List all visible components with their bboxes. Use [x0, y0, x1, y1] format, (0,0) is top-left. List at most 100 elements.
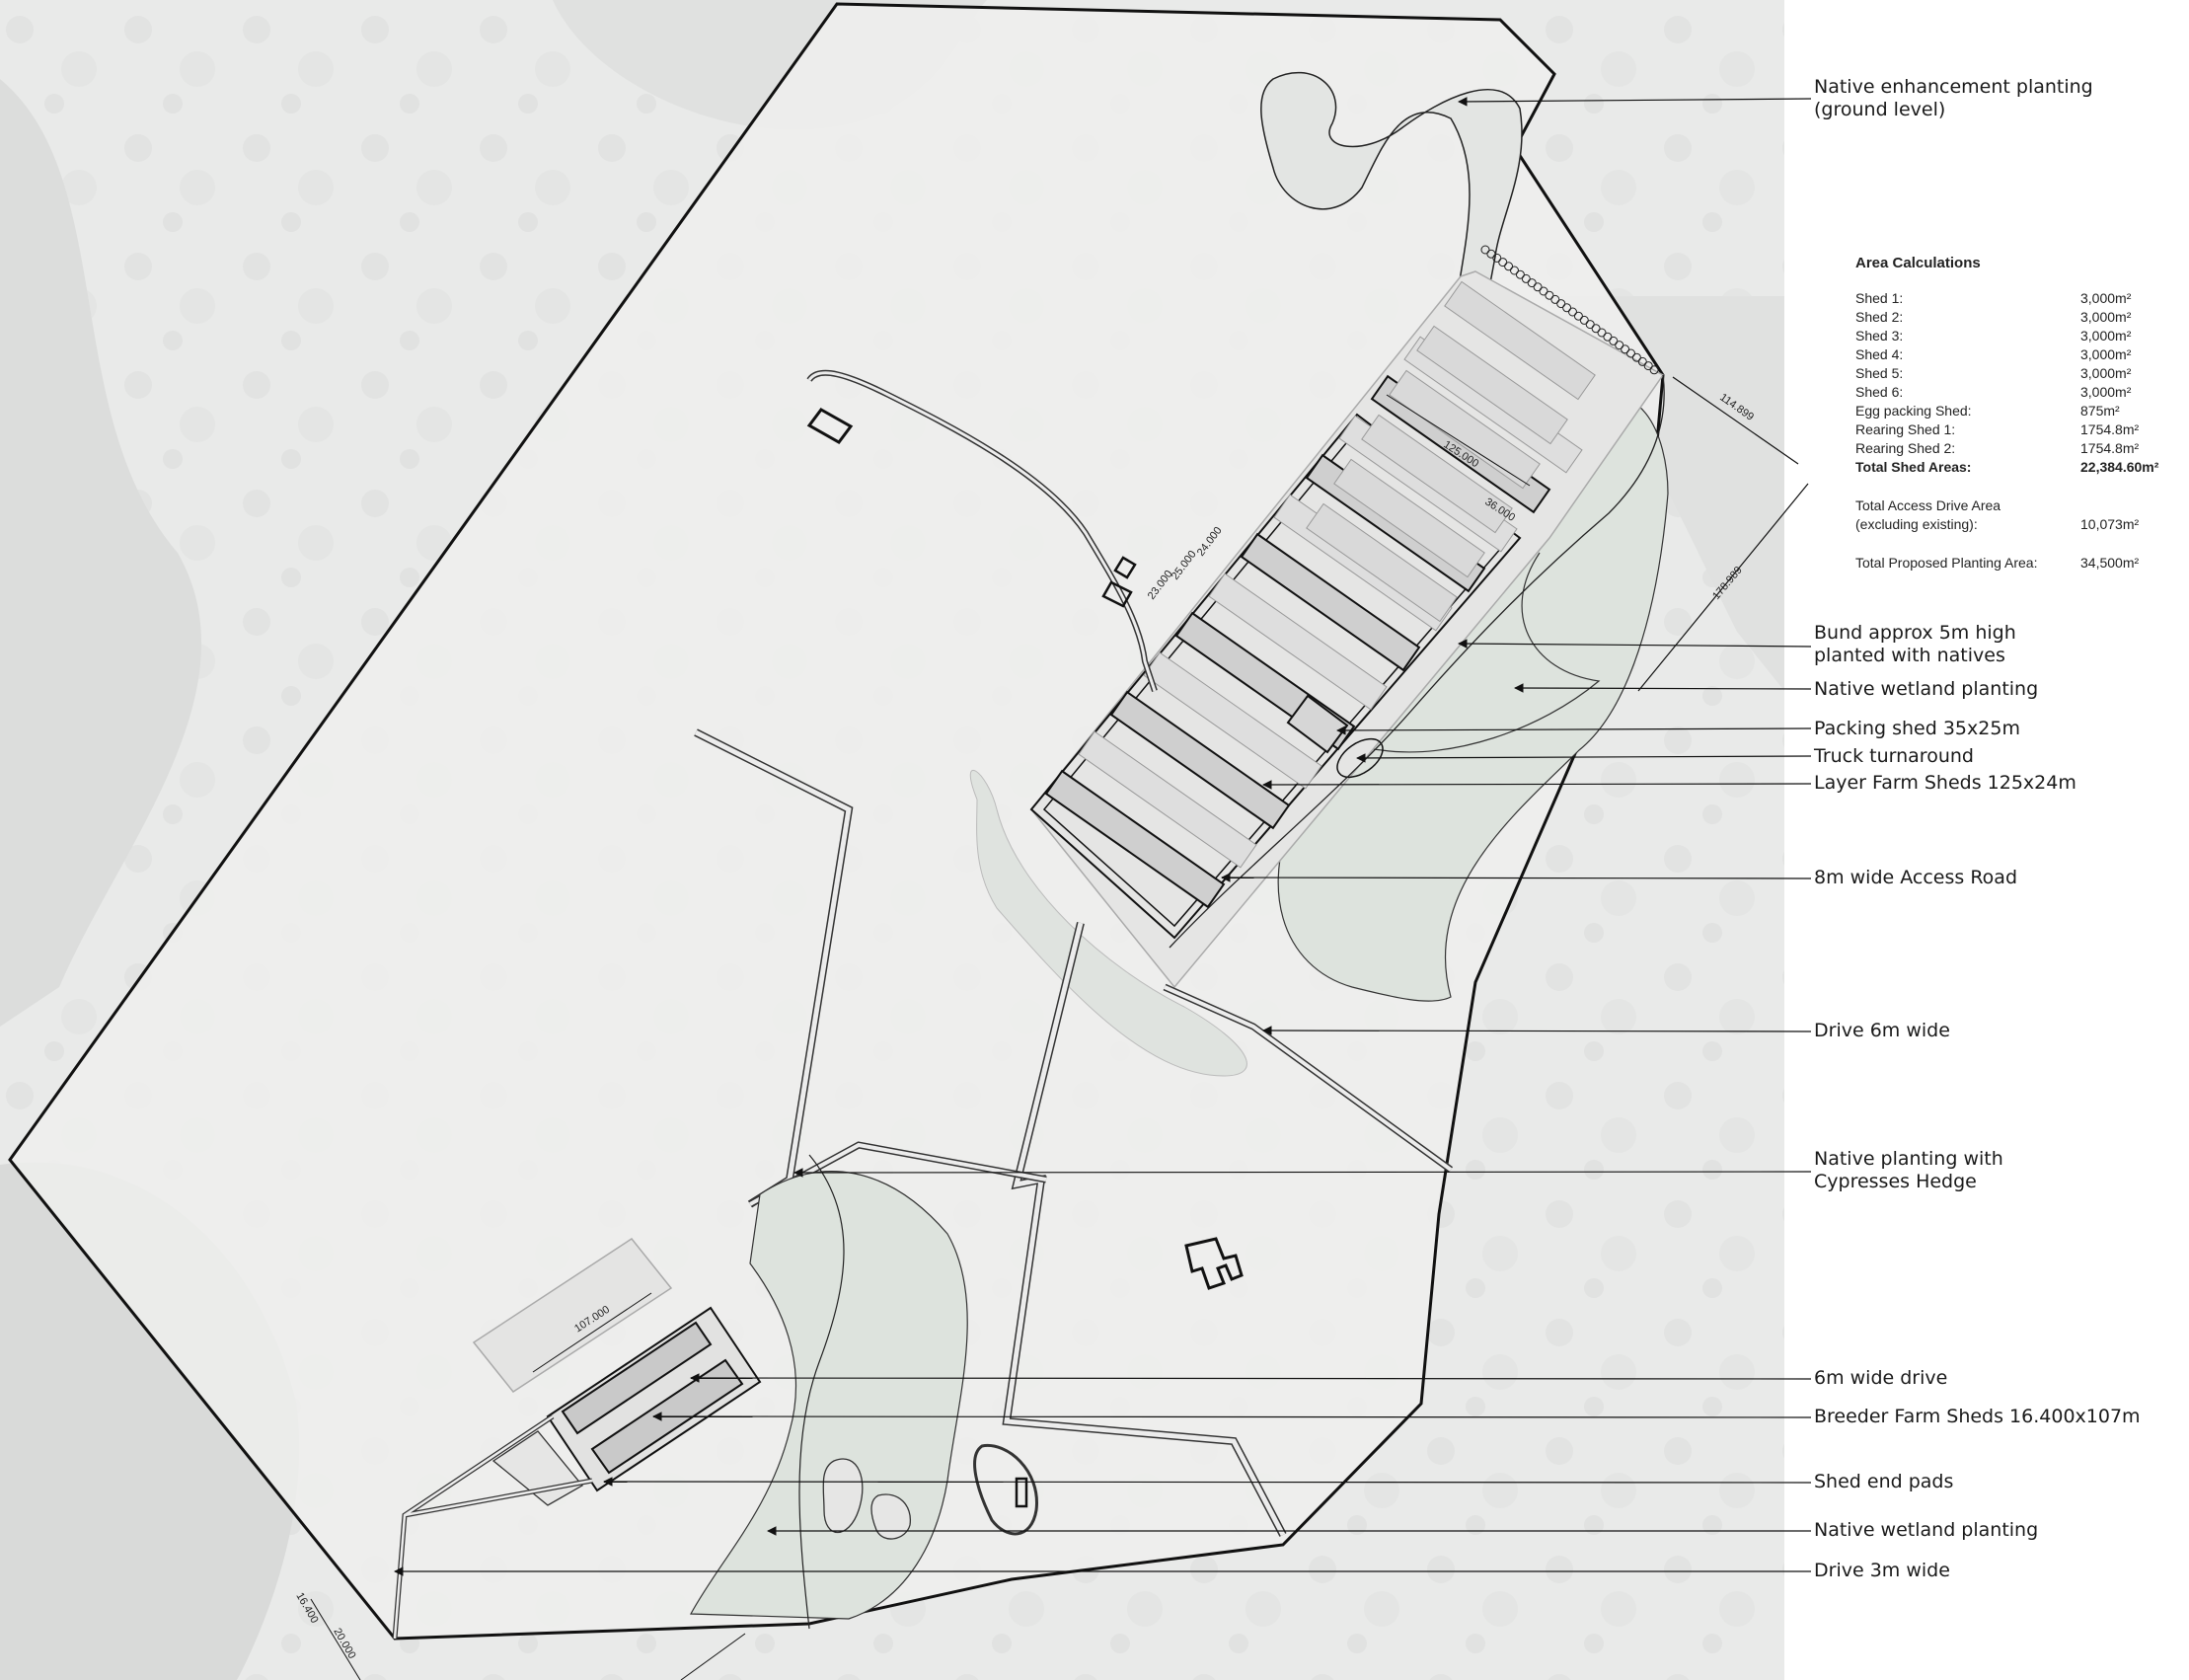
drive-6m-main-fill: [1004, 922, 1286, 1537]
area-row: Shed 3:3,000m²: [1855, 328, 2132, 344]
leader-shed-end-pads: [603, 1477, 1812, 1487]
label-native-enhancement: Native enhancement planting(ground level…: [1814, 76, 2093, 121]
drive-3m-fill: [393, 1414, 593, 1640]
layer-shed: [1208, 573, 1388, 711]
cypress-hedge-row: [1480, 245, 1659, 375]
packing-shed: [1286, 694, 1349, 754]
area-row: Total Shed Areas:22,384.60m²: [1855, 459, 2159, 475]
existing-house: [1184, 1237, 1244, 1290]
leader-truck-turnaround: [1356, 753, 1812, 763]
label-drive-3m: Drive 3m wide: [1814, 1560, 1950, 1582]
callout-line: Packing shed 35x25m: [1814, 718, 2020, 739]
label-layer-sheds: Layer Farm Sheds 125x24m: [1814, 772, 2076, 795]
hedge-tree: [1603, 332, 1613, 342]
hedge-tree: [1527, 278, 1537, 288]
dim-boundary-a-line: [1672, 376, 1799, 465]
rearing-shed: [1333, 458, 1485, 578]
hedge-tree: [1643, 361, 1653, 371]
hedge-tree: [1556, 299, 1566, 309]
label-wetland-lower: Native wetland planting: [1814, 1519, 2038, 1542]
area-row: Shed 2:3,000m²: [1855, 309, 2132, 325]
area-row: Rearing Shed 2:1754.8m²: [1855, 440, 2140, 456]
leader-cypress-hedge: [793, 1168, 1812, 1178]
layer-shed: [1240, 532, 1421, 672]
area-row: Egg packing Shed:875m²: [1855, 403, 2120, 419]
hedge-tree: [1486, 249, 1496, 259]
hedge-tree: [1498, 258, 1508, 267]
hedge-tree: [1510, 266, 1519, 275]
area-row: Shed 6:3,000m²: [1855, 384, 2132, 400]
callout-line: 6m wide drive: [1814, 1367, 1948, 1389]
hedge-tree: [1562, 303, 1572, 313]
vegetation-east: [1540, 296, 1784, 691]
hedge-tree: [1631, 352, 1641, 362]
hedge-tree: [1492, 253, 1502, 263]
callout-leaders: [394, 97, 1812, 1576]
access-drive-row-2: (excluding existing):10,073m²: [1855, 516, 2140, 532]
dim-boundary-b-line: [1637, 483, 1809, 692]
area-row: Shed 1:3,000m²: [1855, 290, 2132, 306]
leader-breeder-sheds: [652, 1412, 1812, 1421]
dim-breeder-length-line: [532, 1292, 652, 1373]
area-rows: Shed 1:3,000m² Shed 2:3,000m² Shed 3:3,000…: [1855, 289, 2181, 477]
leader-drive-6m-lower: [690, 1373, 1812, 1383]
rearing-shed: [1306, 502, 1458, 623]
callout-line: Drive 6m wide: [1814, 1020, 1950, 1041]
callout-line: Cypresses Hedge: [1814, 1171, 1977, 1192]
hedge-tree: [1585, 320, 1595, 330]
rearing-shed: [1416, 325, 1568, 445]
area-row: Shed 5:3,000m²: [1855, 365, 2132, 381]
small-building-north: [806, 408, 854, 444]
label-breeder-sheds: Breeder Farm Sheds 16.400x107m: [1814, 1406, 2141, 1428]
breeder-shed-1: [561, 1321, 713, 1435]
layer-shed: [1109, 690, 1291, 830]
drive-6m-east-fill: [1164, 985, 1453, 1172]
hedge-tree: [1568, 307, 1577, 317]
dim-shed-length-line: [1386, 394, 1531, 487]
hedge-tree: [1515, 269, 1525, 279]
pond-2: [870, 1493, 911, 1540]
area-row: Shed 4:3,000m²: [1855, 346, 2132, 362]
hedge-tree: [1637, 356, 1647, 366]
callout-line: Drive 3m wide: [1814, 1560, 1950, 1581]
site-boundary: [8, 2, 1665, 1641]
existing-drive-north-fill: [807, 371, 1157, 692]
rearing-sheds-upper: [1306, 280, 1596, 623]
callout-line: Native planting with: [1814, 1148, 2003, 1170]
callout-line: Shed end pads: [1814, 1471, 1954, 1492]
hedge-tree: [1521, 273, 1531, 283]
hedge-tree: [1573, 311, 1583, 321]
hedge-tree: [1649, 365, 1659, 375]
hedge-tree: [1609, 336, 1619, 345]
access-drive-row-1: Total Access Drive Area: [1855, 497, 2001, 513]
area-row: Rearing Shed 1:1754.8m²: [1855, 421, 2140, 437]
callout-line: Native wetland planting: [1814, 1519, 2039, 1541]
callout-line: Native wetland planting: [1814, 678, 2039, 700]
cypress-hedge-line: [798, 1154, 845, 1630]
breeder-pad-future: [472, 1237, 673, 1394]
callout-line: Truck turnaround: [1814, 745, 1974, 767]
hedge-tree: [1591, 324, 1601, 334]
pond-3: [973, 1443, 1038, 1536]
leader-bund: [1458, 639, 1812, 649]
hedge-tree: [1550, 294, 1560, 304]
callout-line: Layer Farm Sheds 125x24m: [1814, 772, 2076, 794]
hedge-tree: [1480, 245, 1490, 255]
layer-shed: [1044, 769, 1226, 909]
label-truck-turnaround: Truck turnaround: [1814, 745, 1974, 768]
area-calculations-title: Area Calculations: [1855, 255, 1981, 271]
label-packing-shed: Packing shed 35x25m: [1814, 718, 2020, 740]
vegetation-west: [0, 79, 202, 1027]
shed-end-pad-building: [1015, 1477, 1028, 1508]
leader-layer-sheds: [1262, 780, 1812, 790]
hedge-tree: [1545, 290, 1554, 300]
dim-south-line-2: [680, 1633, 746, 1680]
bund-outline: [1169, 374, 1665, 949]
hedge-tree: [1615, 341, 1624, 350]
leader-native-enhancement: [1458, 97, 1812, 107]
area-calculations-table: Area Calculations Shed 1:3,000m² Shed 2:3…: [1855, 255, 2181, 573]
callout-line: 8m wide Access Road: [1814, 867, 2018, 888]
rearing-shed: [1361, 414, 1513, 534]
callout-line: Native enhancement planting: [1814, 76, 2093, 98]
